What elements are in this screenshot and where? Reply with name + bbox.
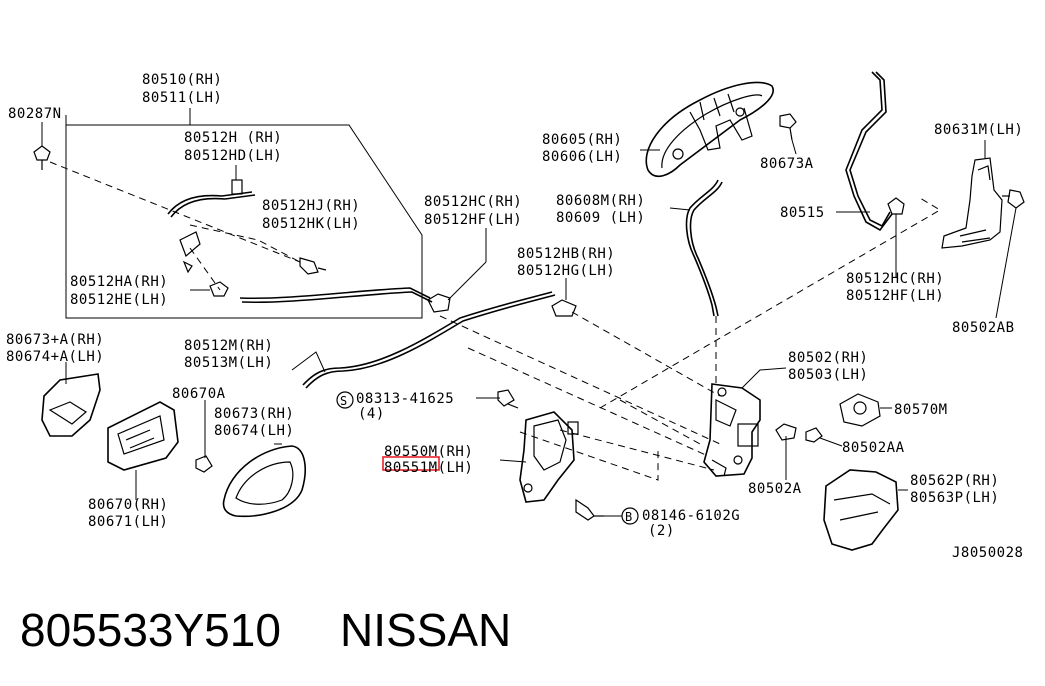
label-80631m: 80631M(LH) bbox=[934, 122, 1023, 138]
label-80606: 80606(LH) bbox=[542, 149, 622, 165]
label-80512hg: 80512HG(LH) bbox=[517, 263, 615, 279]
label-80512hf-left: 80512HF(LH) bbox=[424, 212, 522, 228]
striker-80570m-part bbox=[839, 393, 892, 427]
label-80608m: 80608M(RH) bbox=[556, 193, 645, 209]
label-80512h: 80512H (RH) bbox=[184, 130, 282, 146]
symbol-s: S bbox=[340, 394, 348, 408]
label-80671: 80671(LH) bbox=[88, 514, 168, 530]
label-80512hf-right: 80512HF(LH) bbox=[846, 288, 944, 304]
finisher-80673a-part bbox=[41, 362, 101, 437]
highlight-box bbox=[382, 456, 440, 471]
label-80511: 80511(LH) bbox=[142, 90, 222, 106]
bolt-80502aa-part bbox=[805, 427, 843, 447]
bracket-80631m-part bbox=[941, 140, 1003, 249]
bolt-80673a-part bbox=[779, 113, 797, 155]
bolt-80670a-part bbox=[195, 400, 213, 473]
label-80512hc-right: 80512HC(RH) bbox=[846, 271, 944, 287]
rod-80512m-part bbox=[302, 291, 553, 386]
rod-80512he-part bbox=[239, 287, 431, 300]
diagram-code: J8050028 bbox=[952, 545, 1023, 561]
label-80551m: 80551M(LH) bbox=[384, 460, 473, 476]
inside-handle-80670-part bbox=[107, 401, 179, 500]
symbol-s-callout: S bbox=[336, 391, 354, 409]
label-80512hb: 80512HB(RH) bbox=[517, 246, 615, 262]
label-80510: 80510(RH) bbox=[142, 72, 222, 88]
label-80512m: 80512M(RH) bbox=[184, 338, 273, 354]
label-80512hd: 80512HD(LH) bbox=[184, 148, 282, 164]
label-80673: 80673(RH) bbox=[214, 406, 294, 422]
symbol-b: B bbox=[625, 510, 633, 524]
label-08313-qty: (4) bbox=[358, 406, 385, 422]
label-08146-qty: (2) bbox=[648, 523, 675, 539]
cover-80562p-part bbox=[823, 469, 908, 551]
clip-80512ha-part bbox=[179, 224, 301, 291]
label-80515: 80515 bbox=[780, 205, 825, 221]
label-80513m: 80513M(LH) bbox=[184, 355, 273, 371]
label-80502aa: 80502AA bbox=[842, 440, 905, 456]
bolt-80502a-part bbox=[775, 423, 797, 480]
label-80609: 80609 (LH) bbox=[556, 210, 645, 226]
label-80674a-lh: 80674+A(LH) bbox=[6, 349, 104, 365]
bolt-80512hk-part bbox=[299, 257, 327, 275]
door-lock-80502-part bbox=[703, 367, 787, 477]
label-80605: 80605(RH) bbox=[542, 132, 622, 148]
label-80673a: 80673A bbox=[760, 156, 814, 172]
rod-80515-part bbox=[845, 71, 893, 232]
part-number: 805533Y510 bbox=[20, 604, 281, 656]
label-80512he: 80512HE(LH) bbox=[70, 292, 168, 308]
label-80562p: 80562P(RH) bbox=[910, 473, 999, 489]
label-80673a-rh: 80673+A(RH) bbox=[6, 332, 104, 348]
label-80502ab: 80502AB bbox=[952, 320, 1015, 336]
bolt-08313-part bbox=[497, 389, 519, 409]
bolt-80502ab-part bbox=[995, 189, 1025, 319]
label-80550m: 80550M(RH) bbox=[384, 444, 473, 460]
clip-80287n-part bbox=[33, 122, 51, 170]
label-08146: 08146-6102G bbox=[642, 508, 740, 524]
label-80670a: 80670A bbox=[172, 386, 226, 402]
outside-handle-part bbox=[640, 81, 774, 178]
rod-80512h-part bbox=[167, 165, 256, 218]
label-80512hj: 80512HJ(RH) bbox=[262, 198, 360, 214]
clip-80512hc-upper-part bbox=[887, 197, 905, 278]
brand-name: NISSAN bbox=[340, 604, 511, 656]
clip-80512hb-part bbox=[551, 278, 577, 317]
lock-cover-80550m-part bbox=[499, 411, 579, 503]
clip-80512he-part bbox=[190, 281, 229, 297]
label-80502a: 80502A bbox=[748, 481, 802, 497]
label-80512ha: 80512HA(RH) bbox=[70, 274, 168, 290]
label-08313: 08313-41625 bbox=[356, 391, 454, 407]
rod-80608m-part bbox=[685, 179, 719, 317]
label-80563p: 80563P(LH) bbox=[910, 490, 999, 506]
rod-assembly-frame bbox=[65, 115, 423, 319]
label-80674: 80674(LH) bbox=[214, 423, 294, 439]
label-80503: 80503(LH) bbox=[788, 367, 868, 383]
clip-80512hc-part bbox=[427, 228, 487, 313]
label-80570m: 80570M bbox=[894, 402, 948, 418]
screw-08146-part bbox=[575, 498, 604, 521]
label-80287n: 80287N bbox=[8, 106, 62, 122]
label-80512hk: 80512HK(LH) bbox=[262, 216, 360, 232]
escutcheon-80673-part bbox=[222, 443, 306, 518]
label-80502: 80502(RH) bbox=[788, 350, 868, 366]
label-80512hc-left: 80512HC(RH) bbox=[424, 194, 522, 210]
label-80670: 80670(RH) bbox=[88, 497, 168, 513]
symbol-b-callout: B bbox=[621, 507, 639, 525]
